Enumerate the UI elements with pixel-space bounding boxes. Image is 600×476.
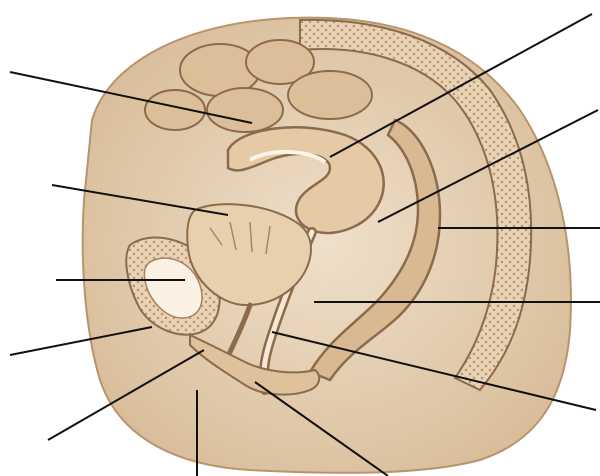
anatomy-diagram	[0, 0, 600, 476]
